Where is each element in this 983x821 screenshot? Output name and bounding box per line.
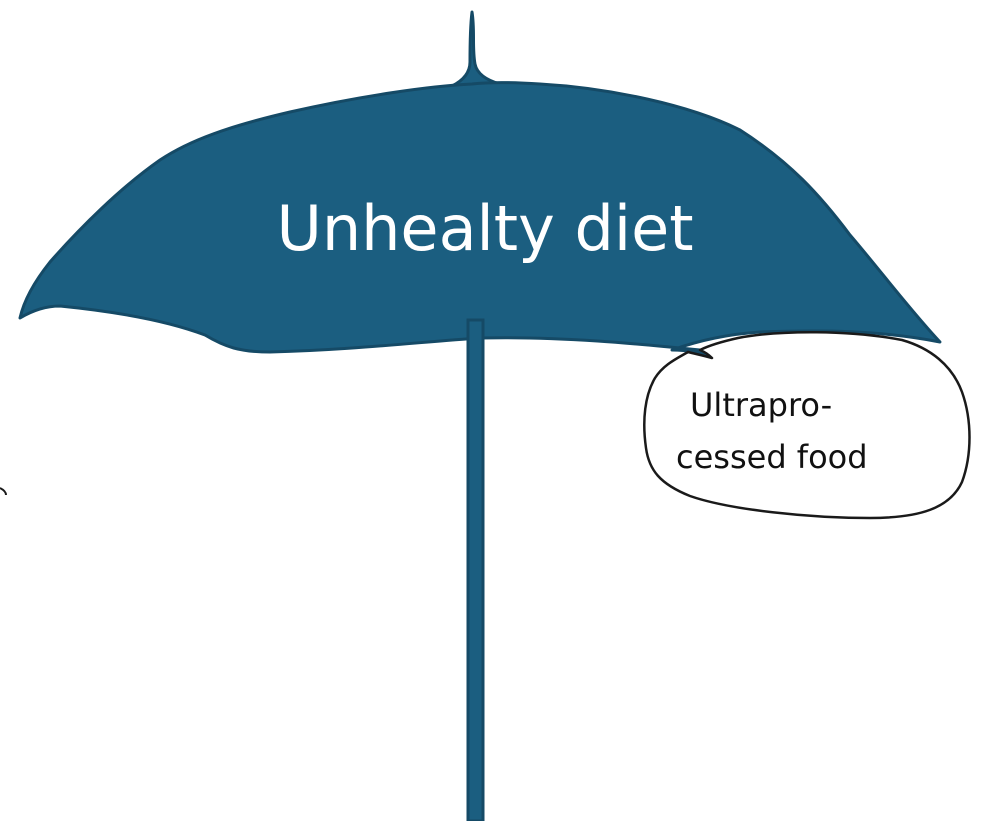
label-bubble — [644, 332, 969, 518]
umbrella-tip — [452, 12, 500, 86]
umbrella-shaft — [468, 320, 483, 821]
bubble-label-line-2: cessed food — [676, 438, 868, 476]
bubble-label-line-1: Ultrapro- — [690, 386, 832, 424]
edge-mark — [0, 488, 6, 495]
diagram-title: Unhealty diet — [276, 192, 693, 265]
